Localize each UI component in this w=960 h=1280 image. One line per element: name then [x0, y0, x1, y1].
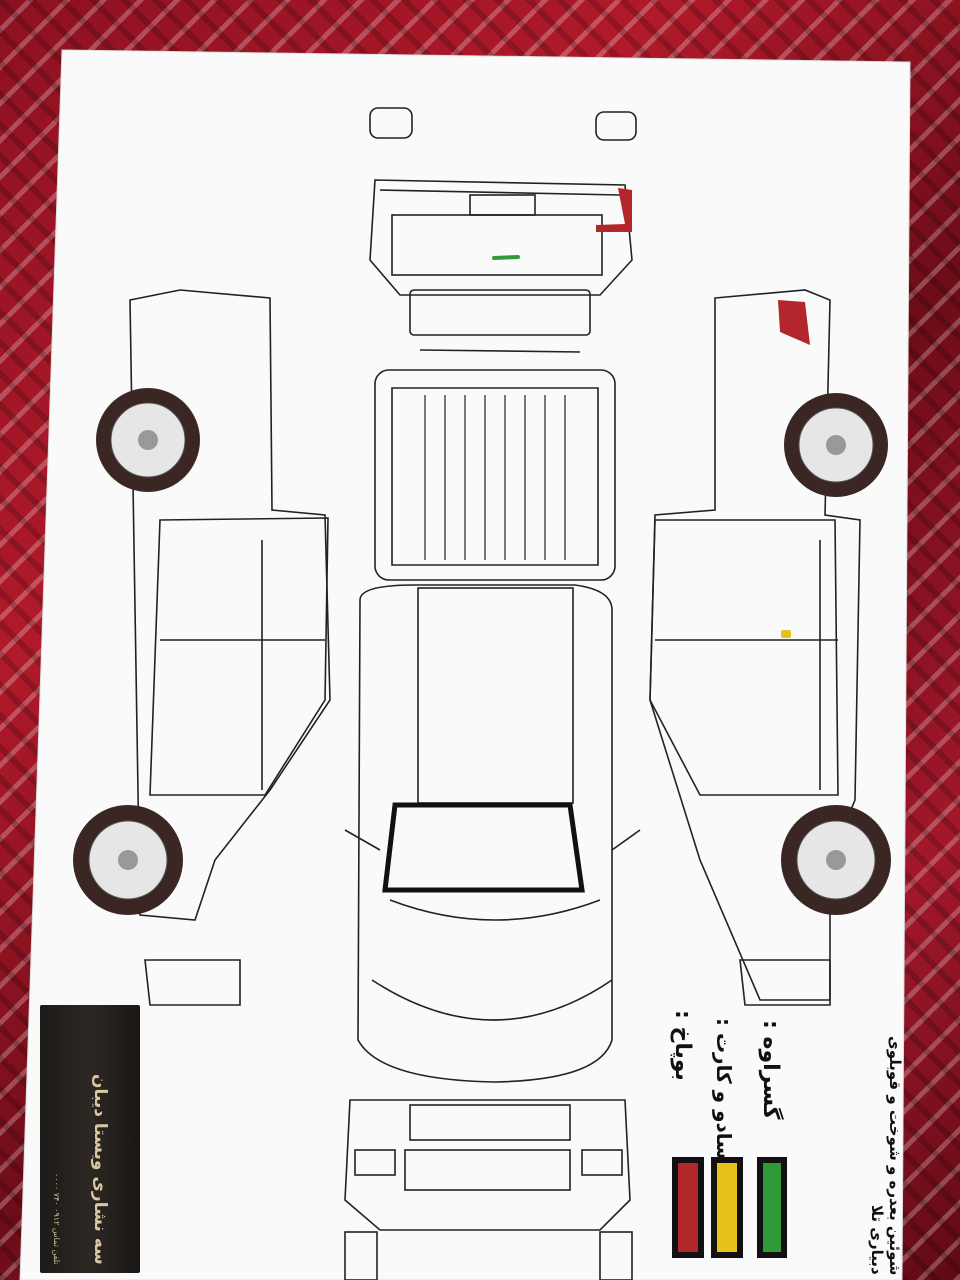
wheel-left-rear [96, 388, 200, 492]
logo-contact: تلفن تماس ۰۹۱۲ ۷۴۰ ۰۰۰۰ [52, 1173, 61, 1265]
wheel-left-front [73, 805, 183, 915]
left-side-view [129, 289, 331, 1006]
right-door-paint-mark [781, 630, 791, 638]
paper-sheet [19, 49, 911, 1280]
footer-note: شوئین بعدره و شوخت و قوبلوی دبیاری تلا [868, 1035, 904, 1275]
legend-fine-label: گسراوه : [758, 1020, 783, 1120]
fine-swatch [757, 1157, 787, 1258]
inspector-marks [492, 188, 810, 638]
rear-view [369, 107, 637, 353]
legend-damage-label: بوپاخ : [670, 1010, 695, 1081]
paint-swatch [711, 1157, 743, 1258]
front-view [344, 1099, 633, 1280]
dealer-logo: سه نشاری ویستا دیبان تلفن تماس ۰۹۱۲ ۷۴۰ … [40, 1005, 140, 1273]
legend-paint-label: سادو و کارت : [712, 1018, 736, 1160]
right-side-view [649, 289, 861, 1006]
rear-corner-damage-mark [596, 188, 632, 232]
right-quarter-damage-mark [778, 300, 810, 345]
damage-swatch [672, 1157, 704, 1258]
wheel-right-rear [784, 393, 888, 497]
car-outlines [129, 107, 861, 1280]
wheel-right-front [781, 805, 891, 915]
top-view [344, 369, 641, 1083]
trunk-mark [492, 255, 520, 260]
logo-name: سه نشاری ویستا دیبان [90, 1074, 110, 1265]
legend-swatches [672, 1157, 787, 1258]
wheels [73, 388, 891, 915]
